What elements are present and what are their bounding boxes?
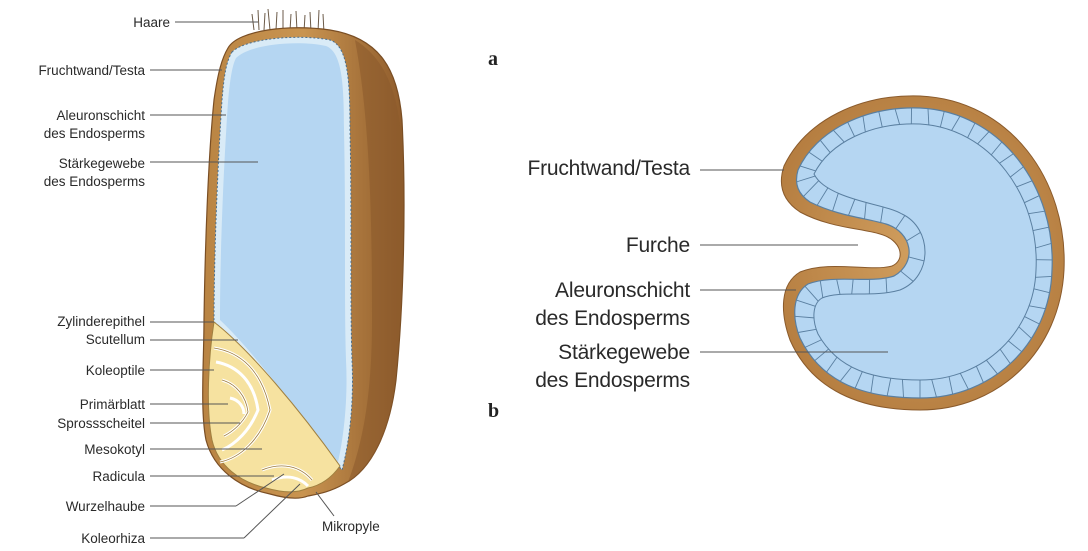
aleurone-cell-wall (794, 315, 815, 319)
label-wurzelhaube: Wurzelhaube (65, 499, 145, 514)
aleurone-cell-wall (836, 279, 841, 295)
aleurone-cell-wall (951, 116, 961, 131)
aleurone-cell-wall (900, 270, 914, 282)
aleurone-cell-wall (901, 379, 904, 398)
aleurone-cell-wall (832, 129, 845, 143)
aleurone-cell-wall (803, 180, 820, 197)
aleurone-cell-wall (948, 376, 954, 395)
leader-lines (150, 21, 888, 539)
aleurone-cell-wall (870, 375, 874, 394)
aleurone-cell-wall (975, 366, 984, 383)
aleurone-cell-wall (814, 348, 829, 362)
aleurone-cell-wall (967, 122, 976, 138)
label-koleorhiza: Koleorhiza (81, 531, 145, 546)
grain-longitudinal-section (202, 8, 405, 499)
label-staerkegewebe-sub: des Endosperms (43, 174, 145, 189)
aleurone-cell-wall (1035, 275, 1052, 278)
label-section-fruchtwand: Fruchtwand/Testa (527, 157, 690, 180)
label-staerkegewebe: Stärkegewebe (58, 156, 145, 171)
label-scutellum: Scutellum (85, 332, 145, 347)
aleurone-cell-wall (939, 111, 945, 128)
aleurone-cell-wall (1016, 180, 1033, 188)
label-section-aleuronschicht: Aleuronschicht (555, 279, 690, 302)
aleurone-cell-wall (796, 299, 816, 307)
aleurone-cell-wall (1035, 243, 1052, 249)
aleurone-cell-wall (832, 193, 839, 212)
label-section-aleuronschicht-sub: des Endosperms (535, 307, 690, 330)
aleurone-cell-wall (819, 139, 831, 153)
aleurone-cell-wall (886, 378, 892, 397)
label-radicula: Radicula (92, 469, 145, 484)
label-fruchtwand: Fruchtwand/Testa (38, 63, 145, 78)
label-zylinderepithel: Zylinderepithel (57, 314, 145, 329)
aleurone-cell-wall (799, 165, 816, 172)
label-primaerblatt: Primärblatt (79, 397, 145, 412)
panel-label-a: a (488, 48, 498, 70)
aleurone-cell-wall (977, 131, 990, 145)
hull-shade (348, 40, 404, 482)
aleurone-cell-wall (1024, 316, 1040, 325)
aleurone-cell-wall (1032, 226, 1049, 232)
aleurone-cell-wall (1028, 210, 1045, 215)
panel-label-b: b (488, 400, 500, 422)
aleurone-cell-wall (839, 366, 852, 382)
label-koleoptile: Koleoptile (85, 363, 145, 378)
label-section-staerkegewebe-sub: des Endosperms (535, 369, 690, 392)
grain-cross-section (780, 95, 1065, 411)
aleurone-cell-wall (894, 108, 901, 125)
aleurone-cell-wall (880, 206, 884, 223)
aleurone-cell-wall (908, 256, 925, 262)
aleurone-cell-wall (862, 115, 866, 133)
aleurone-cell-wall (808, 151, 823, 162)
label-aleuronschicht: Aleuronschicht (56, 108, 145, 123)
aleurone-cell-wall (848, 199, 856, 216)
label-mikropyle: Mikropyle (322, 519, 380, 534)
aleurone-cell-wall (864, 202, 867, 219)
embryo-outline-strokes (213, 347, 313, 481)
label-mesokotyl: Mesokotyl (84, 442, 145, 457)
label-aleuronschicht-sub: des Endosperms (43, 126, 145, 141)
aleurone-cell-wall (999, 153, 1014, 164)
aleurone-cell-wall (1010, 166, 1024, 178)
aleurone-cell-wall (797, 328, 817, 333)
aleurone-cell-wall (1024, 195, 1040, 204)
aleurone-cell-wall (931, 379, 937, 398)
aleurone-cell-wall (999, 349, 1011, 364)
aleurone-cell-wall (927, 108, 930, 125)
label-haare: Haare (133, 15, 170, 30)
aleurone-cell-wall (1008, 340, 1022, 353)
aleurone-cell-wall (816, 187, 829, 206)
aleurone-cell-wall (854, 371, 863, 389)
aleurone-cell-wall (1018, 326, 1032, 339)
aleurone-cell-wall (819, 280, 824, 298)
aleurone-cell-wall (826, 357, 838, 373)
aleurone-cell-wall (990, 141, 1003, 156)
aleurone-cell-wall (804, 339, 822, 348)
aleurone-cell-wall (895, 215, 906, 229)
aleurone-cells (794, 107, 1053, 398)
aleurone-cell-wall (1033, 288, 1050, 294)
aleurone-cell-wall (796, 175, 816, 183)
label-section-furche: Furche (625, 234, 690, 257)
starch-tissue-shape (220, 43, 347, 463)
aleurone-cell-wall (959, 373, 969, 390)
label-sprossscheitel: Sprossscheitel (57, 416, 145, 431)
aleurone-cell-wall (885, 277, 888, 293)
aleurone-cell-wall (906, 232, 921, 242)
aleurone-cell-wall (847, 121, 855, 137)
cross-section-starch (813, 123, 1037, 381)
aleurone-cell-wall (804, 285, 819, 302)
aleurone-cell-wall (1029, 305, 1046, 310)
label-section-staerkegewebe: Stärkegewebe (558, 341, 690, 364)
aleurone-cell-wall (878, 111, 883, 128)
aleurone-cell-wall (851, 279, 854, 295)
aleurone-cell-wall (986, 359, 998, 375)
